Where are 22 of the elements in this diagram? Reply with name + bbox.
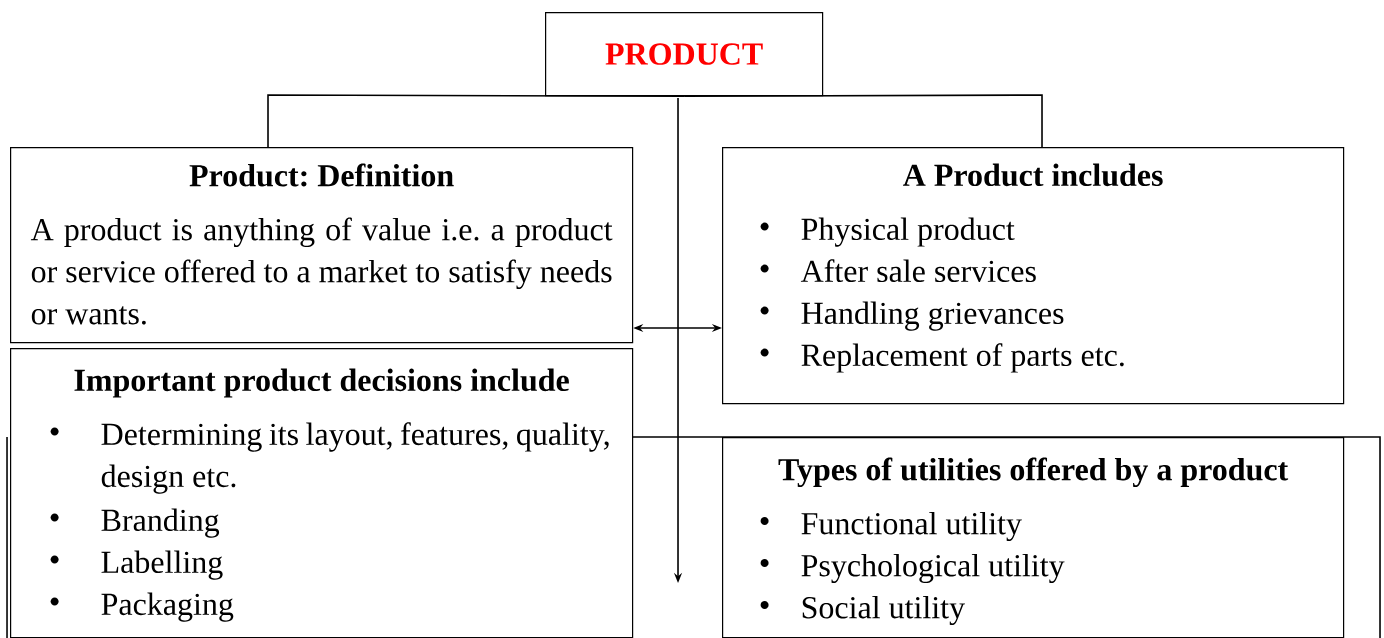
bullet-item: Replacement of parts etc. — [801, 343, 1124, 373]
bullet-item: Functional utility — [801, 511, 1022, 542]
bullet-item: Determining its layout, features, quality, design etc. — [101, 422, 609, 494]
bullet-item: Packaging — [101, 592, 234, 622]
title-box — [545, 12, 824, 97]
text-box — [722, 147, 1345, 405]
text-box — [10, 147, 634, 344]
bullet-item: Psychological utility — [801, 553, 1065, 584]
box-heading: Types of utilities offered by a product — [778, 457, 1289, 488]
text-box — [722, 437, 1345, 638]
definition-text: A product is anything of value i.e. a product or service offered to a market to satisfy needs or wants. — [30, 217, 613, 325]
box-heading: A Product includes — [903, 163, 1163, 187]
bullet-item: Branding — [101, 508, 220, 538]
title-text: PRODUCT — [605, 43, 763, 65]
bullet-item: Social utility — [802, 595, 965, 626]
bullet-item: Handling grievances — [801, 301, 1064, 331]
box-heading: Important product decisions include — [74, 368, 569, 398]
box-heading: Product: Definition — [189, 163, 454, 187]
bullet-item: After sale services — [800, 259, 1036, 283]
bullet-item: Physical product — [801, 217, 1015, 247]
text-box — [10, 348, 634, 638]
bullet-item: Labelling — [101, 550, 223, 580]
